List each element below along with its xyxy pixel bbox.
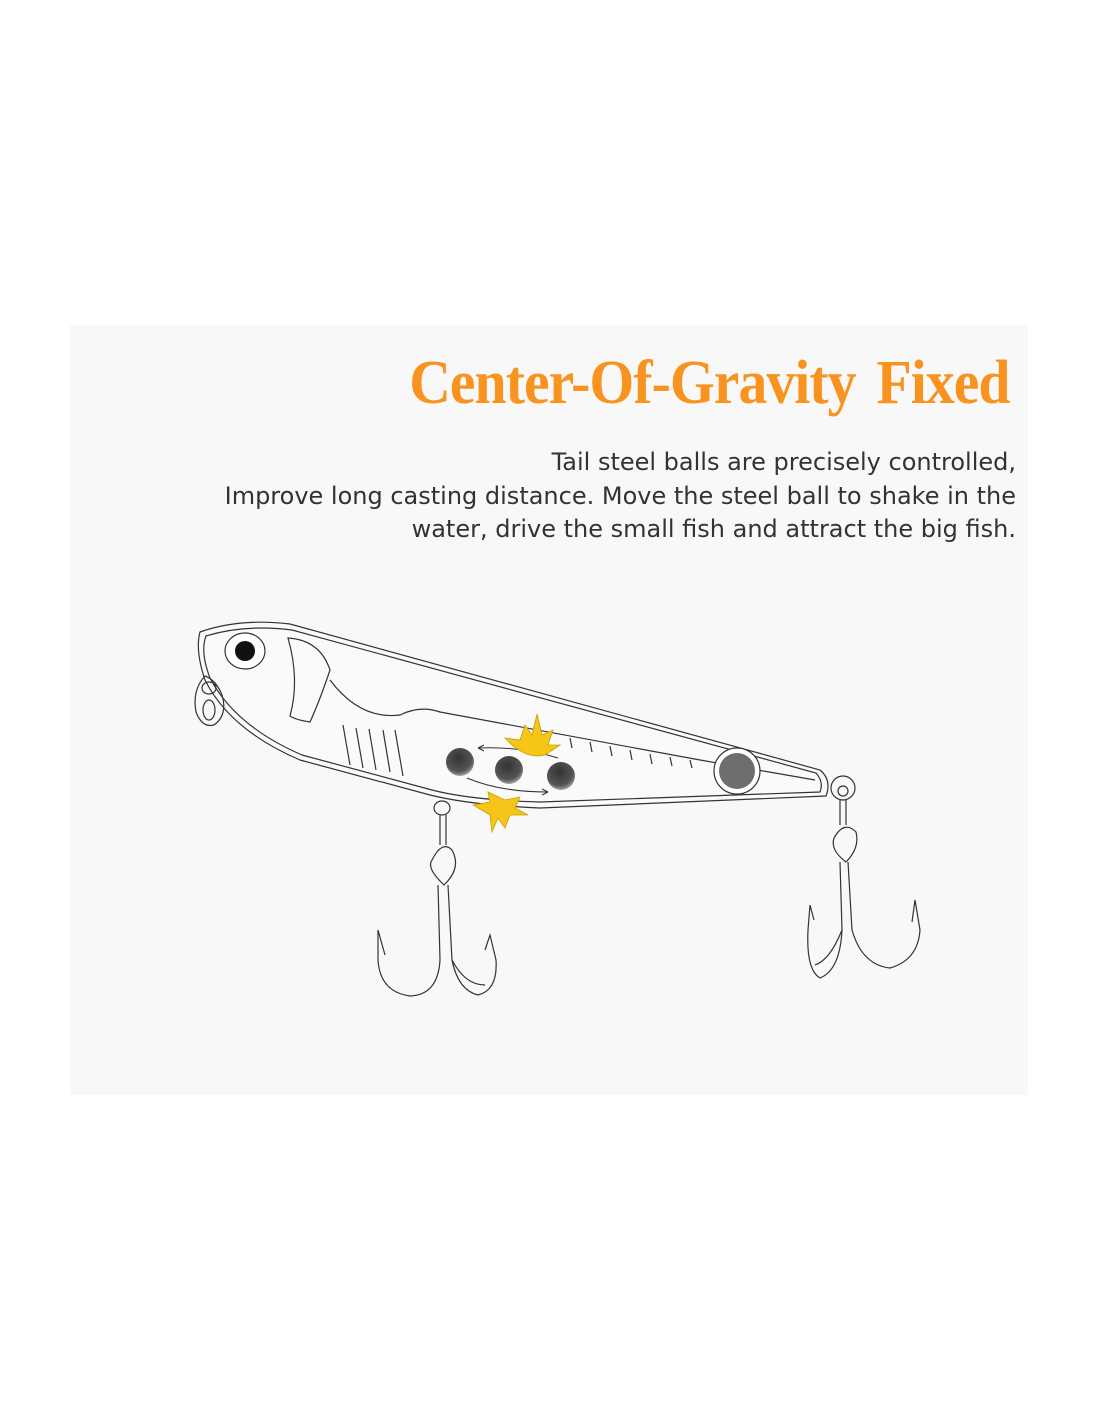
steel-ball	[547, 762, 575, 790]
description: Tail steel balls are precisely controlle…	[225, 446, 1016, 547]
fixed-weight-ball	[713, 747, 761, 795]
steel-ball	[446, 748, 474, 776]
front-treble-hook	[377, 800, 497, 997]
gill-lines	[342, 724, 404, 777]
description-line: water, drive the small fish and attract …	[411, 515, 1016, 543]
steel-ball	[495, 756, 523, 784]
description-line: Improve long casting distance. Move the …	[224, 481, 1016, 510]
arrow-icon	[466, 777, 549, 793]
side-ticks	[569, 737, 693, 769]
page-title: Center-Of-Gravity Fixed	[409, 349, 1011, 417]
rear-treble-hook	[807, 775, 921, 979]
description-line: Tail steel balls are precisely controlle…	[551, 448, 1016, 476]
line-tie-ring	[194, 675, 225, 727]
impact-burst-icon	[471, 713, 562, 834]
eye-icon	[224, 632, 266, 670]
steel-balls	[446, 744, 575, 796]
